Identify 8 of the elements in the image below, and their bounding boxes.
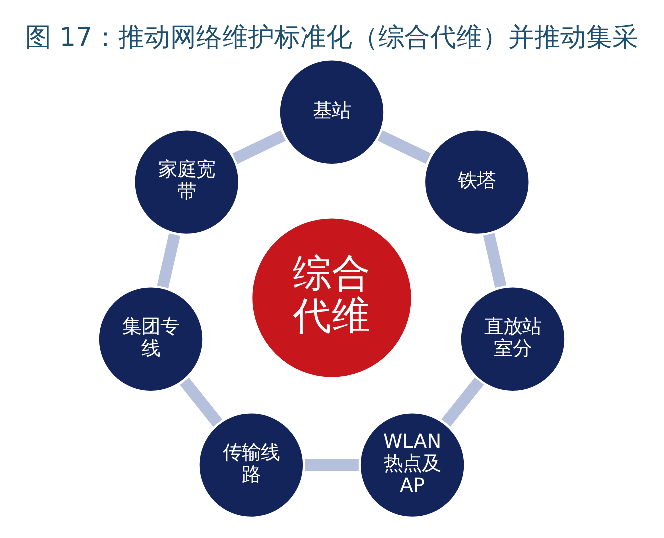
connector [232, 130, 286, 164]
connector [483, 232, 507, 288]
connector [157, 233, 180, 288]
diagram-title: 图 17：推动网络维护标准化（综合代维）并推动集采 [25, 22, 639, 52]
connector [378, 130, 432, 164]
connector [305, 459, 359, 471]
connector [180, 377, 223, 426]
connector [442, 377, 484, 426]
